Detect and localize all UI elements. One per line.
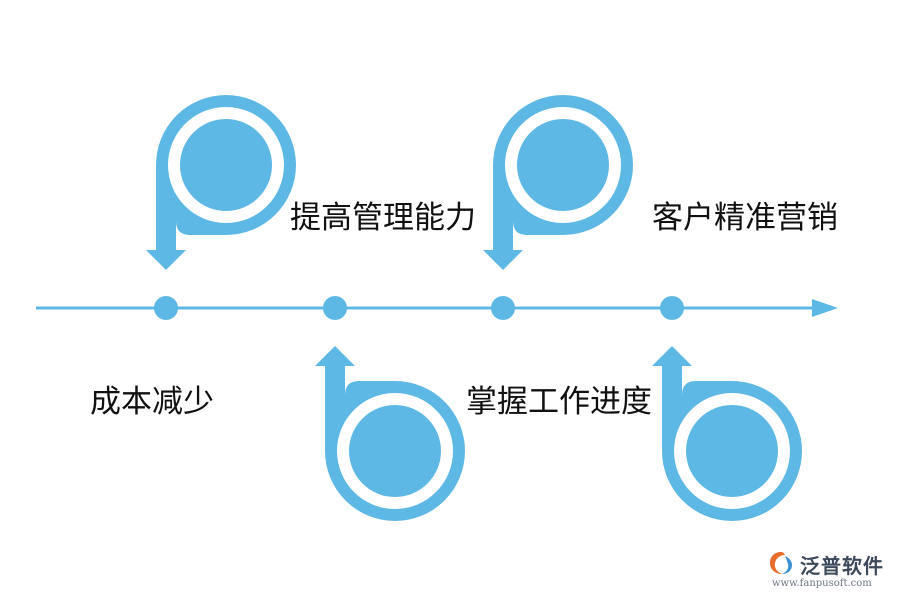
timeline-node-4 bbox=[660, 296, 684, 320]
timeline-node-3 bbox=[491, 296, 515, 320]
logo-mark-icon bbox=[770, 552, 792, 574]
timeline-node-2 bbox=[323, 296, 347, 320]
loop-arrow-down-1 bbox=[146, 95, 296, 270]
loop-arrow-up-1 bbox=[315, 346, 465, 521]
label-cost-reduction: 成本减少 bbox=[90, 384, 214, 420]
label-precision-marketing: 客户精准营销 bbox=[652, 200, 838, 236]
timeline-arrowhead bbox=[812, 299, 838, 317]
timeline-node-1 bbox=[154, 296, 178, 320]
label-work-progress: 掌握工作进度 bbox=[466, 384, 652, 420]
brand-logo: 泛普软件 www.fanpusoft.com bbox=[768, 550, 888, 594]
logo-url: www.fanpusoft.com bbox=[772, 578, 872, 589]
label-improve-management: 提高管理能力 bbox=[290, 200, 476, 236]
loop-arrow-up-2 bbox=[652, 346, 802, 521]
logo-name: 泛普软件 bbox=[800, 554, 884, 578]
loop-arrow-down-2 bbox=[483, 95, 633, 270]
